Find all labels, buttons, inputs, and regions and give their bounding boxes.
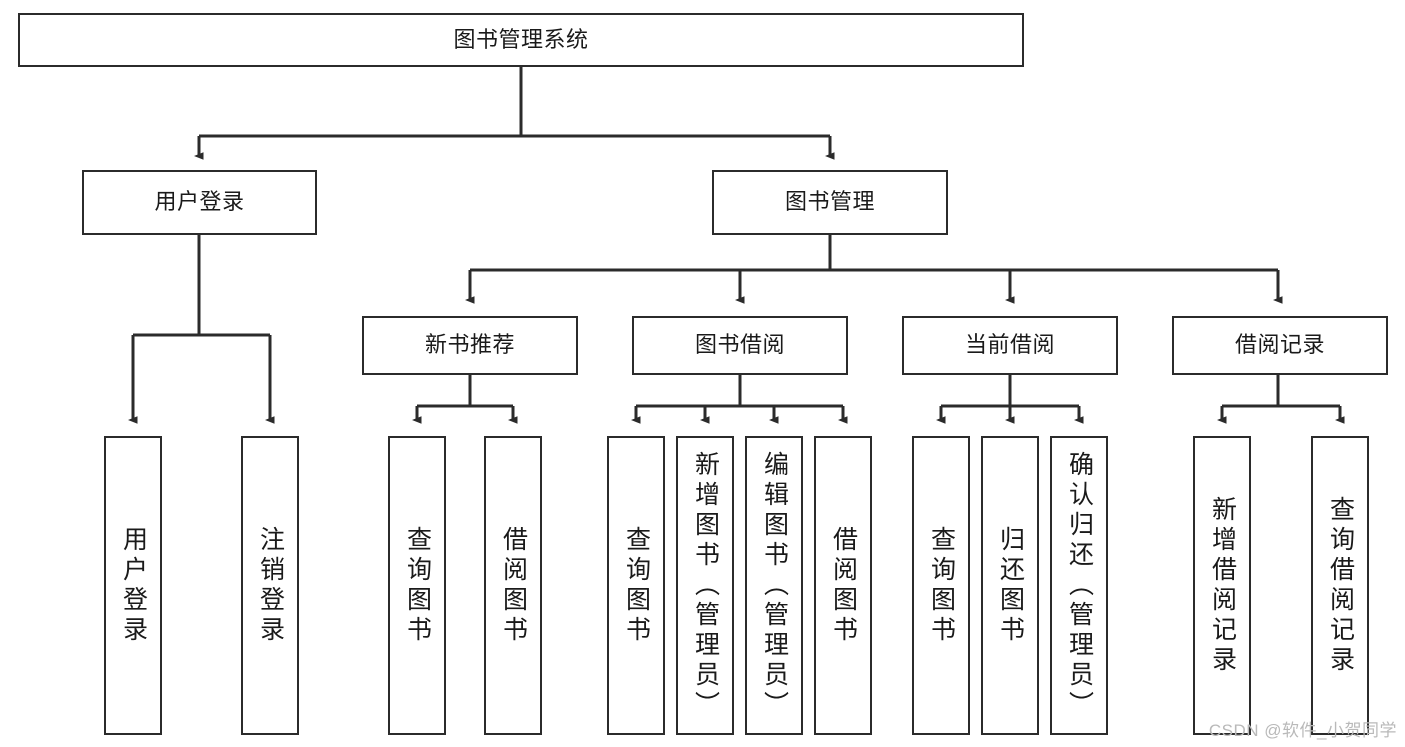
node-label: 注销登录 <box>256 525 285 646</box>
node-label: 用户登录 <box>154 189 245 215</box>
node-label: 新增借阅记录 <box>1208 495 1237 676</box>
node-label: 借阅记录 <box>1234 332 1325 358</box>
node-leaf-query-book-current[interactable]: 查询图书 <box>912 436 970 735</box>
node-current-borrow[interactable]: 当前借阅 <box>902 316 1118 375</box>
node-leaf-return-book[interactable]: 归还图书 <box>981 436 1039 735</box>
node-user-login[interactable]: 用户登录 <box>82 170 317 235</box>
node-leaf-edit-book-admin[interactable]: 编辑图书（管理员） <box>745 436 803 735</box>
node-label: 编辑图书（管理员） <box>760 450 789 721</box>
node-label: 查询图书 <box>403 525 432 646</box>
node-label: 用户登录 <box>119 525 148 646</box>
node-leaf-add-borrow-record[interactable]: 新增借阅记录 <box>1193 436 1251 735</box>
node-leaf-query-book-borrow[interactable]: 查询图书 <box>607 436 665 735</box>
node-label: 图书管理系统 <box>453 26 589 52</box>
node-leaf-borrow-book-recommend[interactable]: 借阅图书 <box>484 436 542 735</box>
node-label: 借阅图书 <box>499 525 528 646</box>
node-label: 确认归还（管理员） <box>1065 450 1094 721</box>
node-label: 当前借阅 <box>964 332 1055 358</box>
node-leaf-confirm-return-admin[interactable]: 确认归还（管理员） <box>1050 436 1108 735</box>
node-leaf-query-borrow-record[interactable]: 查询借阅记录 <box>1311 436 1369 735</box>
csdn-watermark: CSDN @软件_小贺同学 <box>1208 721 1397 740</box>
node-leaf-user-login[interactable]: 用户登录 <box>104 436 162 735</box>
node-book-borrow[interactable]: 图书借阅 <box>632 316 848 375</box>
node-label: 新书推荐 <box>424 332 515 358</box>
node-leaf-add-book-admin[interactable]: 新增图书（管理员） <box>676 436 734 735</box>
node-new-book-recommend[interactable]: 新书推荐 <box>362 316 578 375</box>
node-book-management[interactable]: 图书管理 <box>712 170 948 235</box>
node-root-system[interactable]: 图书管理系统 <box>18 13 1024 67</box>
node-label: 新增图书（管理员） <box>691 450 720 721</box>
node-label: 查询图书 <box>927 525 956 646</box>
node-leaf-borrow-book[interactable]: 借阅图书 <box>814 436 872 735</box>
node-label: 查询图书 <box>622 525 651 646</box>
node-label: 图书借阅 <box>694 332 785 358</box>
node-label: 归还图书 <box>996 525 1025 646</box>
node-borrow-record[interactable]: 借阅记录 <box>1172 316 1388 375</box>
node-leaf-query-book-recommend[interactable]: 查询图书 <box>388 436 446 735</box>
node-label: 图书管理 <box>784 189 875 215</box>
node-label: 查询借阅记录 <box>1326 495 1355 676</box>
node-leaf-logout[interactable]: 注销登录 <box>241 436 299 735</box>
node-label: 借阅图书 <box>829 525 858 646</box>
